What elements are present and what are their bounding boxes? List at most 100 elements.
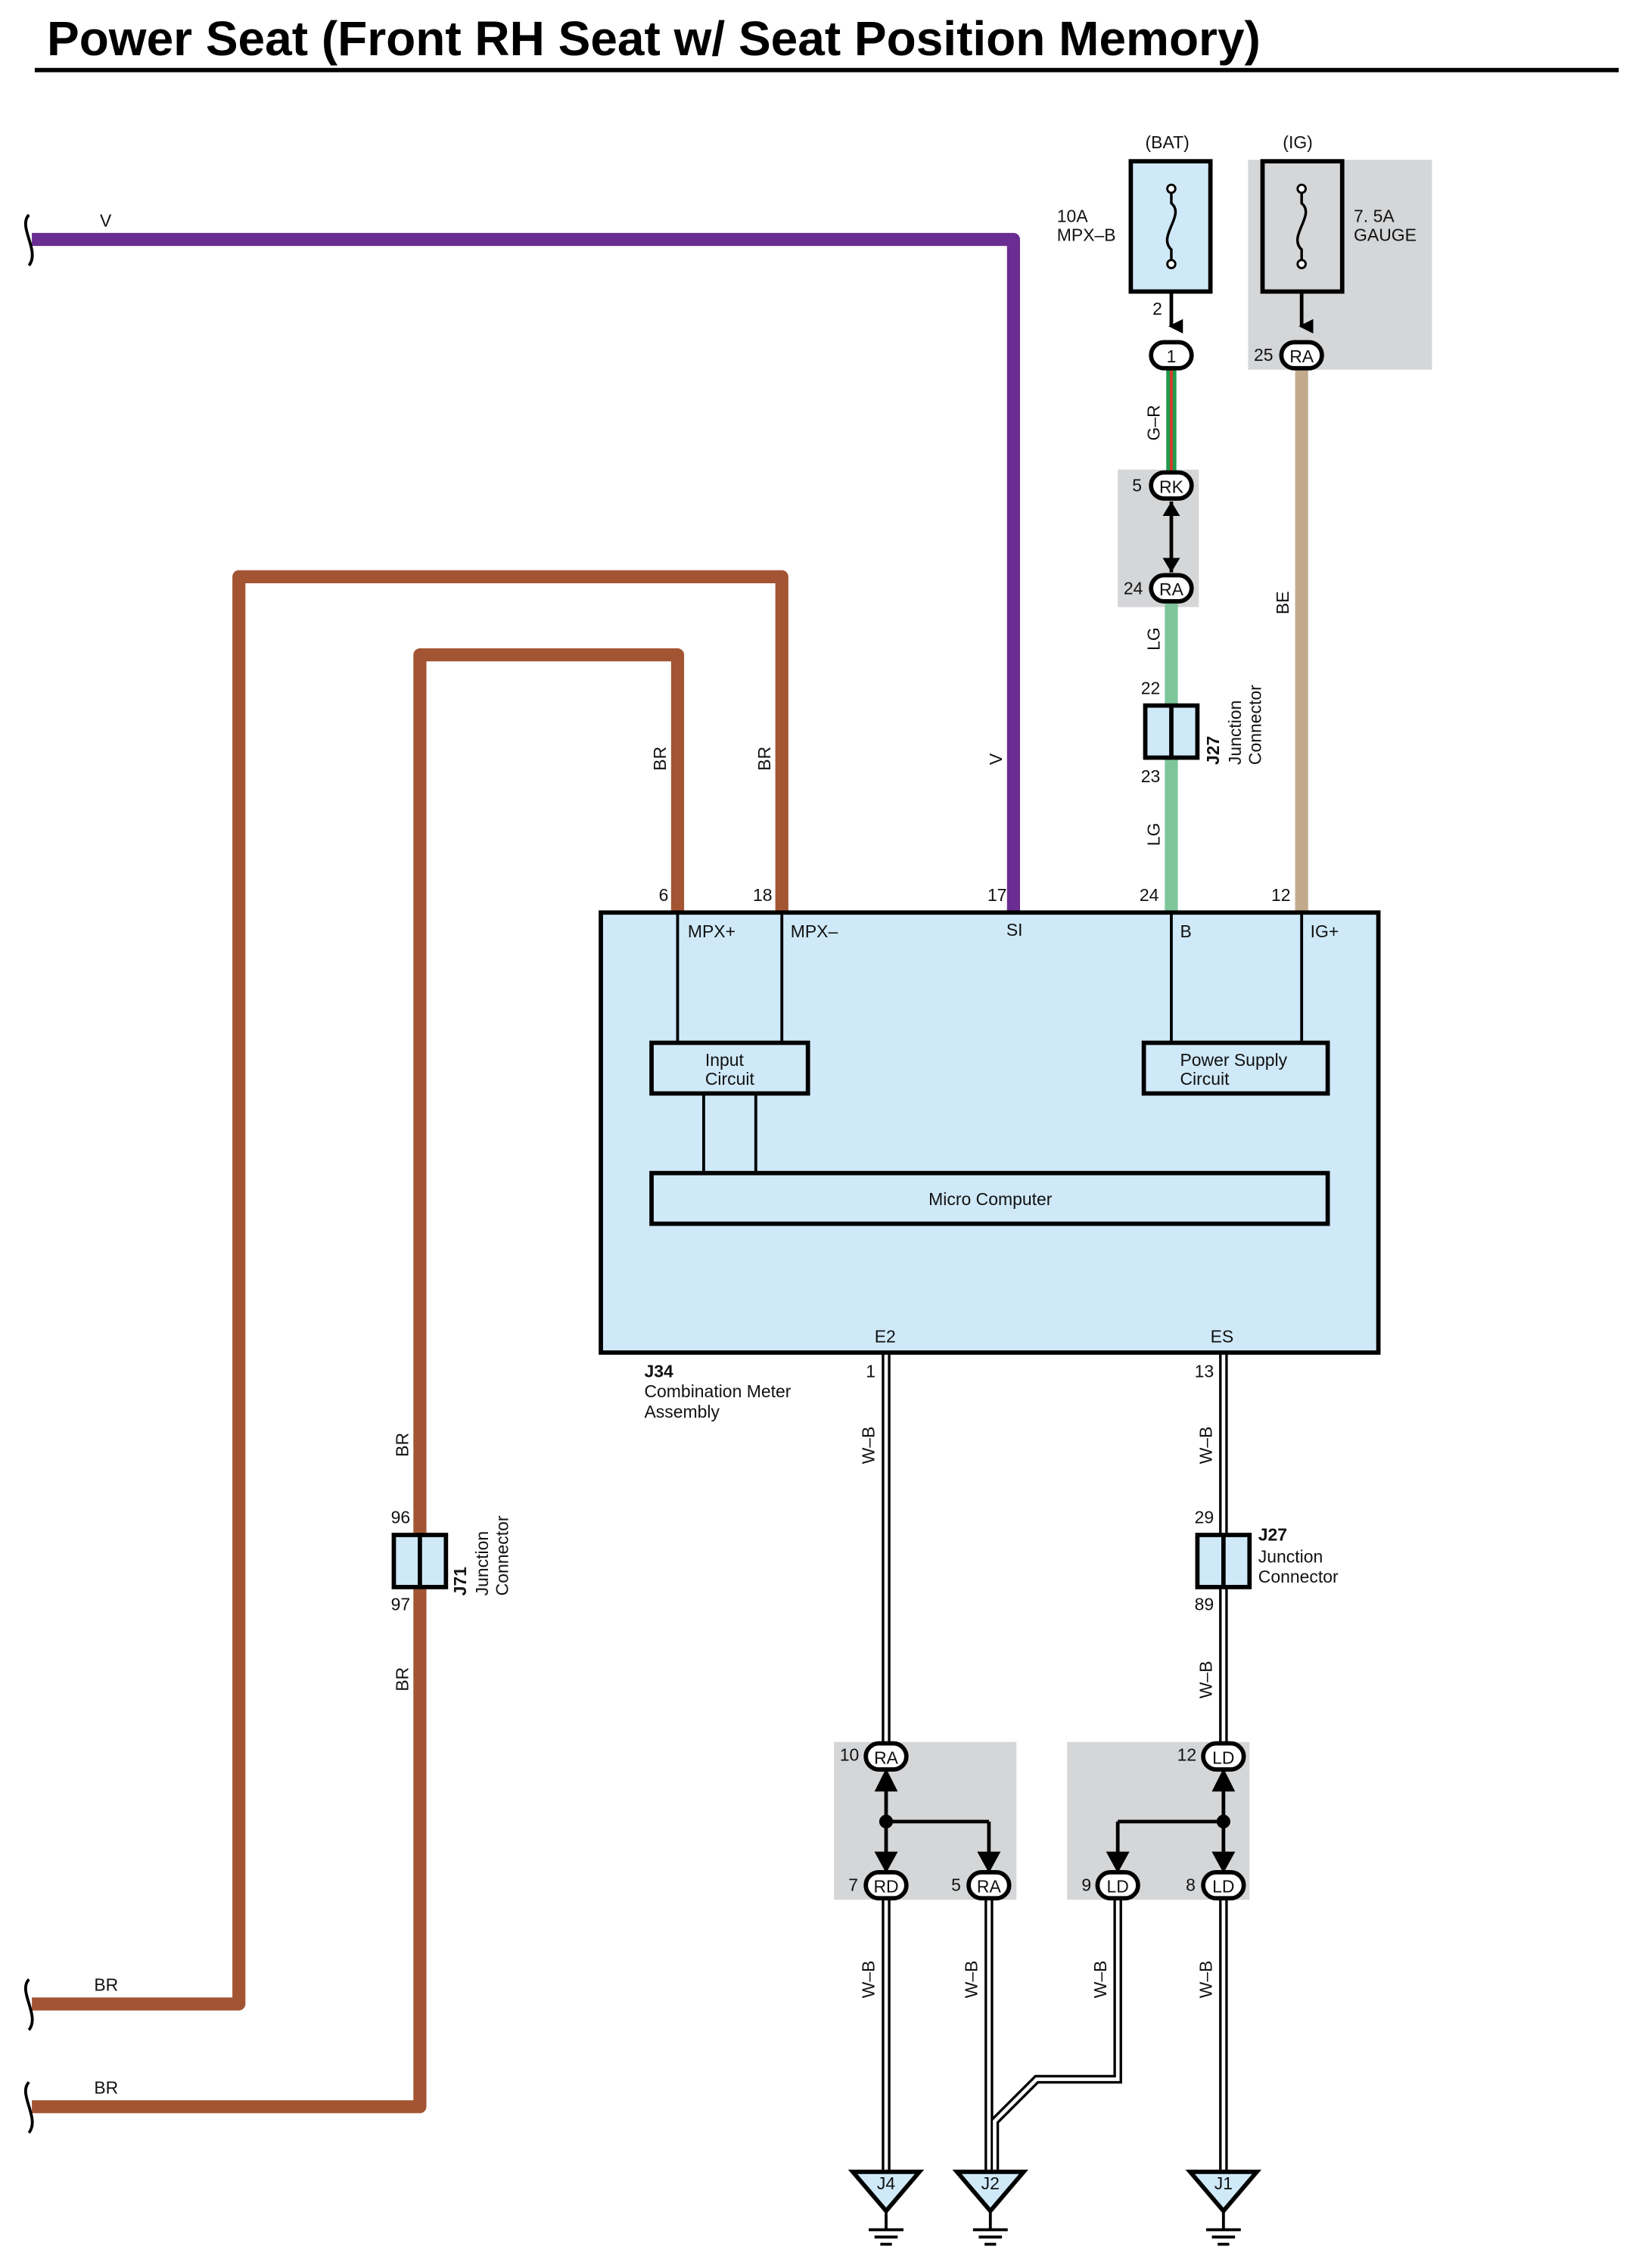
j71-line1: Junction	[472, 1531, 492, 1595]
connector-ra-top: RA	[1279, 340, 1324, 371]
input-circuit-line2: Circuit	[705, 1069, 755, 1089]
br-label-left-1: BR	[94, 1975, 118, 1995]
svg-text:RA: RA	[1159, 579, 1184, 599]
wire-labels: V BR BR BR BR V G–R LG LG BE BR BR W–B W…	[94, 210, 1292, 2097]
term-e2: E2	[875, 1327, 896, 1347]
wb-label-7: W–B	[1196, 1961, 1216, 1999]
svg-text:89: 89	[1195, 1595, 1214, 1614]
wire-br-outer	[32, 570, 788, 2011]
svg-text:10: 10	[840, 1745, 860, 1765]
svg-text:12: 12	[1271, 885, 1291, 905]
connector-ld-8: LD	[1201, 1869, 1246, 1901]
module-name-line1: Combination Meter	[644, 1381, 791, 1401]
ground-j1: J1	[1185, 2170, 1262, 2246]
fuse-element-icon	[1165, 191, 1177, 262]
power-supply-circuit-block	[1141, 1040, 1330, 1096]
svg-text:LD: LD	[1106, 1877, 1128, 1897]
v-label-vertical: V	[986, 753, 1006, 765]
v-label-left: V	[100, 210, 112, 230]
connector-ra-24: RA	[1149, 573, 1194, 604]
wire-v	[32, 232, 1021, 913]
term-b: B	[1180, 921, 1191, 941]
input-circuit-block	[649, 1040, 810, 1096]
junction-j71: J71 Junction Connector	[391, 1515, 512, 1595]
fuse-element-icon	[1295, 191, 1308, 262]
svg-text:2: 2	[1152, 299, 1162, 318]
svg-text:LD: LD	[1212, 1877, 1234, 1897]
svg-text:J4: J4	[877, 2173, 895, 2193]
wire-break-symbols	[23, 213, 34, 2134]
page-title: Power Seat (Front RH Seat w/ Seat Positi…	[47, 11, 1261, 66]
svg-text:J2: J2	[981, 2173, 1000, 2193]
pin-numbers: 2 25 5 24 22 23 24 12 6 18 17 1 13 29 89…	[391, 299, 1291, 1895]
lg-label-1: LG	[1144, 627, 1164, 651]
module-id: J34	[644, 1361, 673, 1381]
br-label-2: BR	[754, 747, 774, 771]
svg-text:22: 22	[1141, 678, 1161, 697]
svg-text:1: 1	[1167, 346, 1177, 366]
svg-text:12: 12	[1177, 1745, 1197, 1765]
svg-text:RA: RA	[1289, 346, 1314, 366]
connector-ra-10: RA	[863, 1741, 909, 1772]
ground-splice-right	[1106, 1768, 1236, 1874]
svg-text:1: 1	[866, 1361, 875, 1381]
junction-j27-bottom: J27 Junction Connector	[1195, 1525, 1339, 1589]
term-es: ES	[1211, 1327, 1234, 1347]
term-si: SI	[1006, 920, 1023, 940]
connector-ra-5: RA	[966, 1869, 1012, 1901]
svg-text:7: 7	[848, 1875, 858, 1895]
svg-text:9: 9	[1081, 1875, 1091, 1895]
j27-bottom-id: J27	[1258, 1525, 1287, 1545]
rk-ra-link	[1162, 501, 1180, 573]
connectors: 1 RA RK RA RA RD RA LD	[863, 340, 1324, 1901]
j27-top-line2: Connector	[1246, 685, 1265, 765]
svg-text:13: 13	[1195, 1361, 1214, 1381]
fuse-bat-rating: 10A	[1057, 207, 1089, 226]
svg-text:LD: LD	[1212, 1748, 1234, 1767]
wb-label-2: W–B	[1196, 1427, 1216, 1465]
connector-rd-7: RD	[863, 1869, 909, 1901]
fuse-ig-supply: (IG)	[1283, 132, 1313, 152]
ground-j4: J4	[847, 2170, 925, 2246]
wire-w-b	[882, 1353, 1228, 2172]
module-name-line2: Assembly	[644, 1402, 720, 1421]
connector-rk: RK	[1149, 470, 1194, 501]
junction-j27-top: J27 Junction Connector	[1143, 685, 1265, 765]
br-label-4: BR	[393, 1667, 412, 1692]
fuse-gauge: (IG) 7. 5A GAUGE	[1260, 132, 1417, 334]
j27-bottom-line2: Connector	[1258, 1567, 1339, 1586]
ground-splice-left	[874, 1768, 1001, 1874]
fuse-ig-name: GAUGE	[1354, 225, 1417, 244]
power-circuit-line2: Circuit	[1180, 1069, 1230, 1089]
svg-text:5: 5	[951, 1875, 961, 1895]
svg-text:RD: RD	[873, 1877, 898, 1897]
gr-label: G–R	[1144, 405, 1164, 440]
term-mpx-minus: MPX–	[791, 921, 838, 941]
fuse-mpx-b: (BAT) 10A MPX–B	[1057, 132, 1213, 334]
br-label-3: BR	[393, 1433, 412, 1457]
svg-text:RK: RK	[1159, 477, 1184, 496]
connector-ld-12: LD	[1201, 1741, 1246, 1772]
wb-label-1: W–B	[859, 1427, 879, 1465]
connector-1: 1	[1149, 340, 1194, 371]
micro-computer-block	[649, 1170, 1330, 1226]
svg-text:18: 18	[753, 885, 773, 905]
ground-j2: J2	[952, 2170, 1029, 2246]
power-circuit-line1: Power Supply	[1180, 1050, 1287, 1070]
svg-text:24: 24	[1124, 578, 1143, 598]
j27-top-id: J27	[1203, 736, 1223, 765]
svg-text:8: 8	[1186, 1875, 1196, 1895]
fuse-ig-rating: 7. 5A	[1354, 207, 1395, 226]
svg-text:6: 6	[659, 885, 669, 905]
svg-text:5: 5	[1132, 475, 1142, 495]
connector-ld-9: LD	[1095, 1869, 1140, 1901]
wb-label-3: W–B	[1196, 1661, 1216, 1698]
svg-text:24: 24	[1140, 885, 1159, 905]
wb-label-6: W–B	[1090, 1961, 1110, 1999]
svg-text:RA: RA	[874, 1748, 899, 1767]
term-mpx-plus: MPX+	[688, 921, 736, 941]
input-circuit-line1: Input	[705, 1050, 745, 1070]
br-label-left-2: BR	[94, 2078, 118, 2098]
wire-br-inner	[32, 648, 685, 2114]
